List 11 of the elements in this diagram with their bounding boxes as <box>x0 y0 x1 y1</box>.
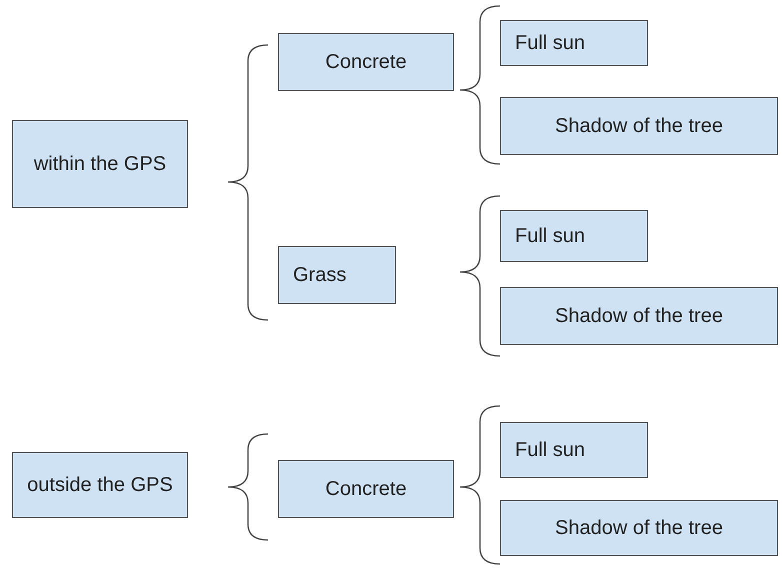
category-box: Shadow of the tree <box>500 287 778 345</box>
category-box: Full sun <box>500 210 648 262</box>
category-box: Full sun <box>500 20 648 66</box>
category-box: Concrete <box>278 460 454 518</box>
category-box: Shadow of the tree <box>500 97 778 155</box>
category-box: Grass <box>278 246 396 304</box>
category-box: Shadow of the tree <box>500 500 778 556</box>
category-box: within the GPS <box>12 120 188 208</box>
category-box: Concrete <box>278 33 454 91</box>
category-box: outside the GPS <box>12 452 188 518</box>
category-box: Full sun <box>500 422 648 478</box>
